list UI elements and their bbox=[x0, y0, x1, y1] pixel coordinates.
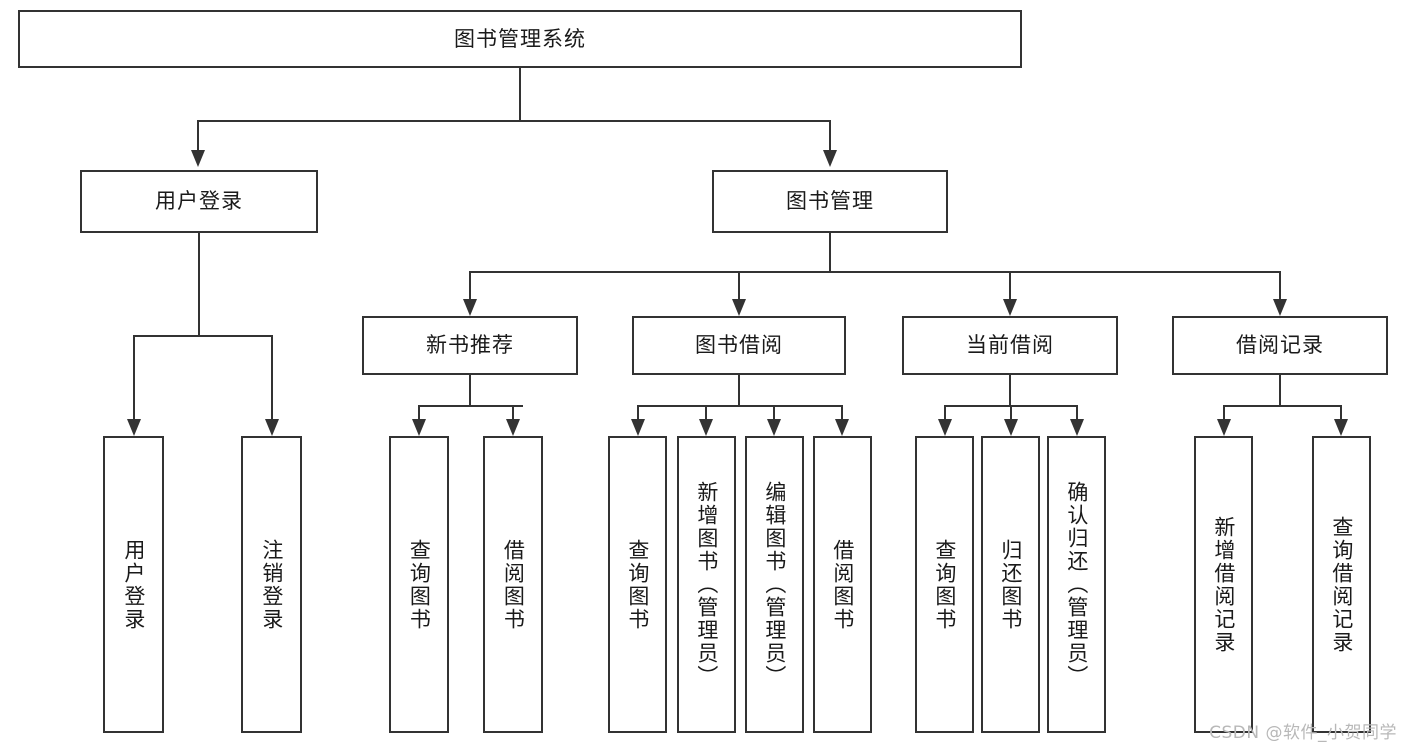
arrowhead-br-leaf-1 bbox=[1217, 419, 1231, 436]
connector-root-leg-2 bbox=[829, 120, 831, 150]
connector-cb-leg-3 bbox=[1076, 405, 1078, 419]
leaf-logout[interactable]: 注销登录 bbox=[241, 436, 302, 733]
node-label: 编辑图书（管理员） bbox=[762, 481, 787, 688]
connector-root-bar bbox=[197, 120, 831, 122]
node-label: 当前借阅 bbox=[966, 333, 1054, 357]
arrowhead-to-current-borrow bbox=[1003, 299, 1017, 316]
node-label: 借阅图书 bbox=[830, 538, 855, 631]
node-book-management[interactable]: 图书管理 bbox=[712, 170, 948, 233]
node-label: 查询图书 bbox=[407, 538, 432, 631]
arrowhead-cb-leaf-2 bbox=[1004, 419, 1018, 436]
arrowhead-to-book-borrow bbox=[732, 299, 746, 316]
arrowhead-br-leaf-2 bbox=[1334, 419, 1348, 436]
node-book-borrow[interactable]: 图书借阅 bbox=[632, 316, 846, 375]
leaf-cb-return-book[interactable]: 归还图书 bbox=[981, 436, 1040, 733]
arrowhead-nbr-leaf-1 bbox=[412, 419, 426, 436]
arrowhead-bb-leaf-1 bbox=[631, 419, 645, 436]
connector-user-login-bar bbox=[133, 335, 271, 337]
leaf-user-login[interactable]: 用户登录 bbox=[103, 436, 164, 733]
connector-bb-leg-2 bbox=[705, 405, 707, 419]
connector-cb-stem bbox=[1009, 375, 1011, 405]
node-label: 注销登录 bbox=[259, 538, 284, 631]
node-current-borrow[interactable]: 当前借阅 bbox=[902, 316, 1118, 375]
connector-root-stem bbox=[519, 68, 521, 120]
leaf-bb-query-book[interactable]: 查询图书 bbox=[608, 436, 667, 733]
node-label: 借阅图书 bbox=[501, 538, 526, 631]
arrowhead-bb-leaf-4 bbox=[835, 419, 849, 436]
connector-book-management-stem bbox=[829, 233, 831, 271]
node-label: 查询图书 bbox=[932, 538, 957, 631]
node-label: 查询借阅记录 bbox=[1329, 515, 1354, 654]
node-label: 用户登录 bbox=[121, 538, 146, 631]
leaf-bb-borrow-book[interactable]: 借阅图书 bbox=[813, 436, 872, 733]
connector-bb-leg-3 bbox=[773, 405, 775, 419]
arrowhead-bb-leaf-2 bbox=[699, 419, 713, 436]
node-label: 图书管理系统 bbox=[454, 26, 586, 51]
leaf-bb-add-book-admin[interactable]: 新增图书（管理员） bbox=[677, 436, 736, 733]
arrowhead-cb-leaf-3 bbox=[1070, 419, 1084, 436]
node-label: 新增图书（管理员） bbox=[694, 481, 719, 688]
node-label: 图书借阅 bbox=[695, 333, 783, 357]
connector-bb-stem bbox=[738, 375, 740, 405]
arrowhead-cb-leaf-1 bbox=[938, 419, 952, 436]
connector-bm-leg-2 bbox=[738, 271, 740, 299]
connector-bb-leg-1 bbox=[637, 405, 639, 419]
connector-br-stem bbox=[1279, 375, 1281, 405]
arrowhead-bb-leaf-3 bbox=[767, 419, 781, 436]
node-label: 用户登录 bbox=[155, 189, 243, 213]
arrowhead-to-leaf-user-login bbox=[127, 419, 141, 436]
connector-br-leg-2 bbox=[1340, 405, 1342, 419]
connector-nbr-leg-2 bbox=[512, 405, 514, 419]
connector-nbr-leg-1 bbox=[418, 405, 420, 419]
node-user-login[interactable]: 用户登录 bbox=[80, 170, 318, 233]
node-new-book-recommend[interactable]: 新书推荐 bbox=[362, 316, 578, 375]
watermark-text: CSDN @软件_小贺同学 bbox=[1209, 723, 1397, 743]
connector-root-leg-1 bbox=[197, 120, 199, 150]
connector-user-login-leg-2 bbox=[271, 335, 273, 419]
connector-user-login-stem bbox=[198, 233, 200, 335]
connector-cb-leg-2 bbox=[1010, 405, 1012, 419]
connector-bm-leg-4 bbox=[1279, 271, 1281, 299]
connector-bb-bar bbox=[637, 405, 843, 407]
leaf-bb-edit-book-admin[interactable]: 编辑图书（管理员） bbox=[745, 436, 804, 733]
arrowhead-to-new-book-recommend bbox=[463, 299, 477, 316]
arrowhead-to-borrow-record bbox=[1273, 299, 1287, 316]
leaf-cb-confirm-return-admin[interactable]: 确认归还（管理员） bbox=[1047, 436, 1106, 733]
arrowhead-to-user-login bbox=[191, 150, 205, 167]
connector-nbr-bar bbox=[418, 405, 523, 407]
connector-bm-leg-1 bbox=[469, 271, 471, 299]
connector-br-bar bbox=[1223, 405, 1342, 407]
arrowhead-to-book-management bbox=[823, 150, 837, 167]
leaf-nbr-borrow-book[interactable]: 借阅图书 bbox=[483, 436, 543, 733]
node-root-book-management-system[interactable]: 图书管理系统 bbox=[18, 10, 1022, 68]
leaf-br-add-borrow-record[interactable]: 新增借阅记录 bbox=[1194, 436, 1253, 733]
arrowhead-to-leaf-logout bbox=[265, 419, 279, 436]
node-borrow-record[interactable]: 借阅记录 bbox=[1172, 316, 1388, 375]
connector-user-login-leg-1 bbox=[133, 335, 135, 419]
node-label: 新书推荐 bbox=[426, 333, 514, 357]
node-label: 借阅记录 bbox=[1236, 333, 1324, 357]
connector-bb-leg-4 bbox=[841, 405, 843, 419]
connector-cb-leg-1 bbox=[944, 405, 946, 419]
node-label: 查询图书 bbox=[625, 538, 650, 631]
arrowhead-nbr-leaf-2 bbox=[506, 419, 520, 436]
node-label: 确认归还（管理员） bbox=[1064, 481, 1089, 688]
connector-nbr-stem bbox=[469, 375, 471, 405]
node-label: 图书管理 bbox=[786, 189, 874, 213]
node-label: 新增借阅记录 bbox=[1211, 515, 1236, 654]
node-label: 归还图书 bbox=[998, 538, 1023, 631]
connector-br-leg-1 bbox=[1223, 405, 1225, 419]
leaf-br-query-borrow-record[interactable]: 查询借阅记录 bbox=[1312, 436, 1371, 733]
leaf-cb-query-book[interactable]: 查询图书 bbox=[915, 436, 974, 733]
connector-book-management-bar bbox=[469, 271, 1281, 273]
leaf-nbr-query-book[interactable]: 查询图书 bbox=[389, 436, 449, 733]
connector-bm-leg-3 bbox=[1009, 271, 1011, 299]
